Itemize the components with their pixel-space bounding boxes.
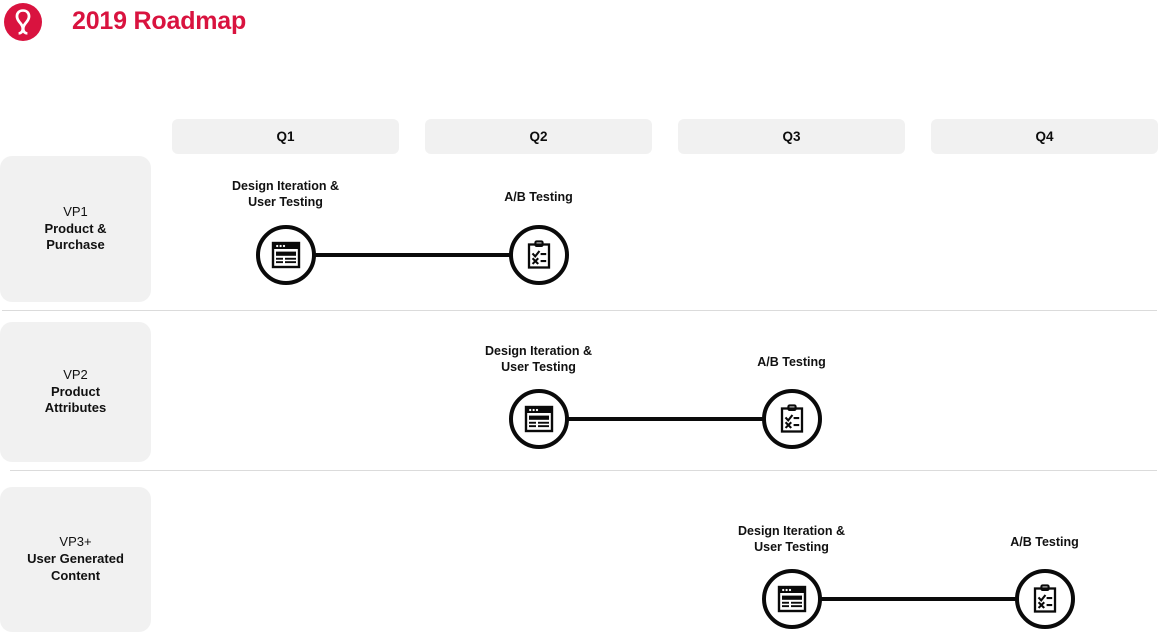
milestone-label-line1: A/B Testing xyxy=(504,190,573,204)
row-label-name-line1: Product & xyxy=(44,220,107,236)
browser-wireframe-icon xyxy=(522,402,556,436)
milestone-node-2-1[interactable] xyxy=(508,389,569,449)
clipboard-checklist-icon xyxy=(775,402,809,436)
milestone-node-2-2[interactable] xyxy=(761,389,822,449)
row-label-id: VP3+ xyxy=(59,534,92,550)
milestone-label-line2: User Testing xyxy=(248,195,323,210)
milestone-connector xyxy=(791,597,1045,601)
row-label-name-line2: Content xyxy=(50,567,101,583)
milestone-label-1-2: A/B Testing xyxy=(504,189,573,205)
milestone-label-line2: User Testing xyxy=(501,360,576,375)
milestone-label-line1: Design Iteration & xyxy=(485,344,592,358)
row-label-name-line2: Attributes xyxy=(44,400,107,416)
milestone-label-line1: A/B Testing xyxy=(757,355,826,369)
milestone-label-1-1: Design Iteration & User Testing xyxy=(232,178,339,211)
clipboard-checklist-icon xyxy=(1028,582,1062,616)
row-label-name-line1: Product xyxy=(50,383,101,399)
quarter-header-q1[interactable]: Q1 xyxy=(172,119,399,154)
milestone-node-1-1[interactable] xyxy=(255,225,316,285)
quarter-header-strip: Q1 Q2 Q3 Q4 xyxy=(0,119,1159,154)
milestone-label-2-2: A/B Testing xyxy=(757,354,826,370)
row-divider-1 xyxy=(2,310,1157,311)
page-title: 2019 Roadmap xyxy=(72,7,247,35)
milestone-label-3-1: Design Iteration & User Testing xyxy=(738,523,845,556)
milestone-label-line1: A/B Testing xyxy=(1010,535,1079,549)
quarter-header-q2[interactable]: Q2 xyxy=(425,119,652,154)
quarter-header-q3[interactable]: Q3 xyxy=(678,119,905,154)
page-header: 2019 Roadmap xyxy=(0,0,1159,55)
milestone-connector xyxy=(285,253,539,257)
quarter-header-q4[interactable]: Q4 xyxy=(931,119,1158,154)
milestone-node-1-2[interactable] xyxy=(508,225,569,285)
milestone-label-2-1: Design Iteration & User Testing xyxy=(485,343,592,376)
milestone-node-3-2[interactable] xyxy=(1014,569,1075,629)
row-label-id: VP1 xyxy=(63,203,88,219)
row-label-name-line2: Purchase xyxy=(46,237,105,253)
lululemon-logo xyxy=(3,2,43,42)
milestone-node-3-1[interactable] xyxy=(761,569,822,629)
clipboard-checklist-icon xyxy=(522,238,556,272)
milestone-label-line2: User Testing xyxy=(754,540,829,555)
row-label-name-line1: User Generated xyxy=(27,551,124,567)
milestone-connector xyxy=(538,417,792,421)
row-divider-2 xyxy=(10,470,1157,471)
browser-wireframe-icon xyxy=(775,582,809,616)
milestone-label-line1: Design Iteration & xyxy=(738,524,845,538)
row-label-id: VP2 xyxy=(63,366,88,382)
browser-wireframe-icon xyxy=(269,238,303,272)
milestone-label-3-2: A/B Testing xyxy=(1010,534,1079,550)
milestone-label-line1: Design Iteration & xyxy=(232,179,339,193)
